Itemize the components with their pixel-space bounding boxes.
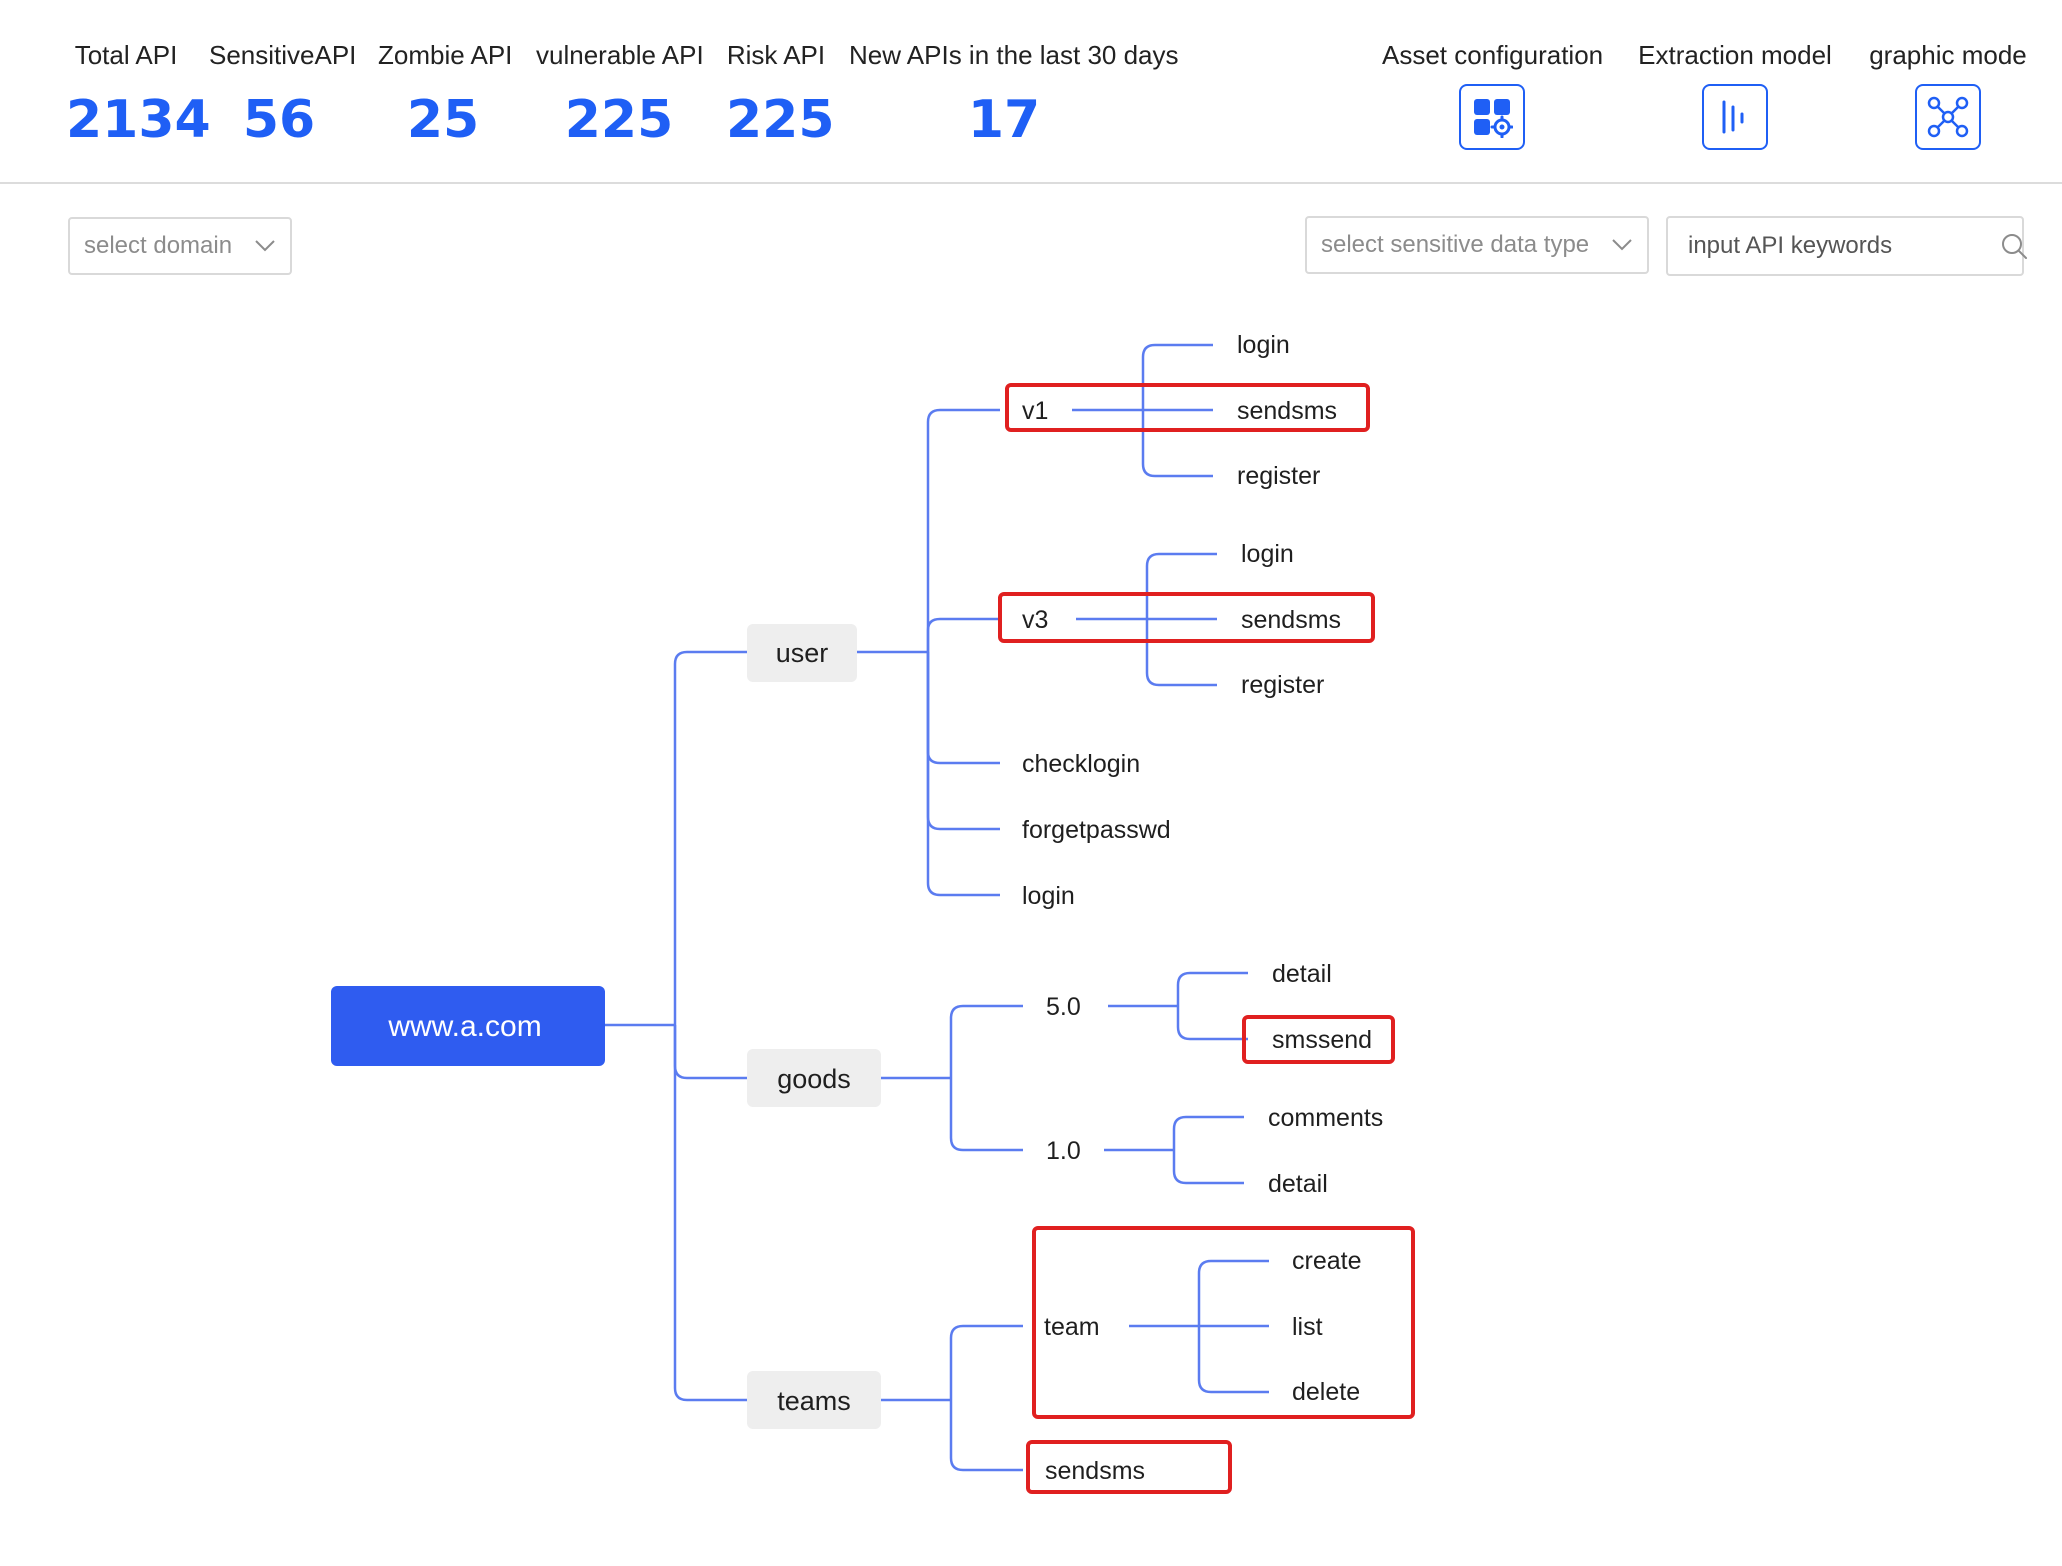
tool-label: Extraction model [1638,40,1832,70]
tree-node-user-label: user [776,638,829,668]
tree-node-forgetpasswd[interactable]: forgetpasswd [1022,816,1171,844]
search-icon[interactable] [2000,232,2048,260]
tool-label: graphic mode [1869,40,2027,70]
stat-vulnerable-api[interactable]: vulnerable API 225 [536,38,704,152]
stat-label: Risk API [726,40,826,70]
highlight-box-teams-sendsms [1026,1440,1232,1494]
stat-value: 225 [564,90,674,150]
stat-label: New APIs in the last 30 days [849,40,1179,70]
api-keyword-search [1666,216,2027,276]
bars-icon [1722,100,1744,134]
highlight-box-team [1032,1226,1415,1419]
tree-node-v1[interactable]: v1 [1022,397,1048,425]
tree-node-1-0-comments[interactable]: comments [1268,1104,1383,1132]
graphic-mode-button[interactable] [1915,84,1981,150]
domain-select-placeholder: select domain [84,232,233,259]
chevron-down-icon [254,239,290,253]
sensitive-data-type-select[interactable]: select sensitive data type [1305,216,1649,274]
sensitive-select-placeholder: select sensitive data type [1321,231,1590,258]
tree-node-teams[interactable] [747,1371,881,1429]
chevron-down-icon [1611,238,1647,252]
stat-new-apis-30-days[interactable]: New APIs in the last 30 days 17 [849,38,1179,152]
tree-node-v1-sendsms[interactable]: sendsms [1237,397,1337,425]
tree-node-v3-sendsms[interactable]: sendsms [1241,606,1341,634]
tree-node-user-login[interactable]: login [1022,882,1075,910]
domain-select[interactable]: select domain [68,217,292,275]
extraction-model-button[interactable] [1702,84,1768,150]
tree-node-v1-register[interactable]: register [1237,462,1320,490]
tree-node-1-0-detail[interactable]: detail [1268,1170,1328,1198]
tree-node-team-list[interactable]: list [1292,1313,1323,1341]
tree-node-goods-label: goods [777,1064,851,1094]
highlight-box-v3-sendsms [998,592,1375,643]
stat-value: 225 [726,90,835,150]
tree-node-v3-login[interactable]: login [1241,540,1294,568]
stat-label: Total API [74,40,178,70]
stat-value: 25 [406,90,480,150]
tree-root-node[interactable] [331,986,605,1066]
tree-node-v3-register[interactable]: register [1241,671,1324,699]
api-keyword-input[interactable] [1668,231,2000,261]
stat-label: Zombie API [378,40,513,70]
highlight-box-v1-sendsms [1005,383,1370,432]
tree-node-user[interactable] [747,624,857,682]
highlight-box-5-0-smssend [1242,1015,1395,1064]
stats-header: Total API 2134 SensitiveAPI 56 Zombie AP… [0,0,2062,184]
tree-node-v1-login[interactable]: login [1237,331,1290,359]
tree-node-team[interactable]: team [1044,1313,1100,1341]
network-icon [1927,96,1969,138]
stat-label: vulnerable API [536,40,704,70]
stat-value: 56 [242,90,316,150]
asset-configuration-button[interactable] [1459,84,1525,150]
tree-node-5-0-smssend[interactable]: smssend [1272,1026,1372,1054]
tree-node-team-delete[interactable]: delete [1292,1378,1360,1406]
stat-zombie-api[interactable]: Zombie API 25 [378,38,513,152]
tool-label: Asset configuration [1382,40,1604,70]
tree-node-checklogin[interactable]: checklogin [1022,750,1140,778]
grid-gear-icon [1474,99,1513,138]
tree-node-goods-5-0[interactable]: 5.0 [1046,993,1081,1021]
stat-label: SensitiveAPI [209,40,357,70]
tool-asset-configuration: Asset configuration [1382,38,1604,150]
tool-graphic-mode: graphic mode [1868,38,2028,150]
tree-node-v3[interactable]: v3 [1022,606,1048,634]
tree-node-5-0-detail[interactable]: detail [1272,960,1332,988]
tree-node-team-create[interactable]: create [1292,1247,1361,1275]
stat-value: 17 [967,90,1041,150]
stat-sensitive-api[interactable]: SensitiveAPI 56 [209,38,357,152]
tool-extraction-model: Extraction model [1630,38,1840,150]
tree-node-goods-1-0[interactable]: 1.0 [1046,1137,1081,1165]
tree-node-goods[interactable] [747,1049,881,1107]
tree-node-teams-sendsms[interactable]: sendsms [1045,1457,1145,1485]
stat-risk-api[interactable]: Risk API 225 [726,38,835,152]
tree-node-teams-label: teams [777,1386,851,1416]
tree-root-label: www.a.com [387,1010,541,1043]
